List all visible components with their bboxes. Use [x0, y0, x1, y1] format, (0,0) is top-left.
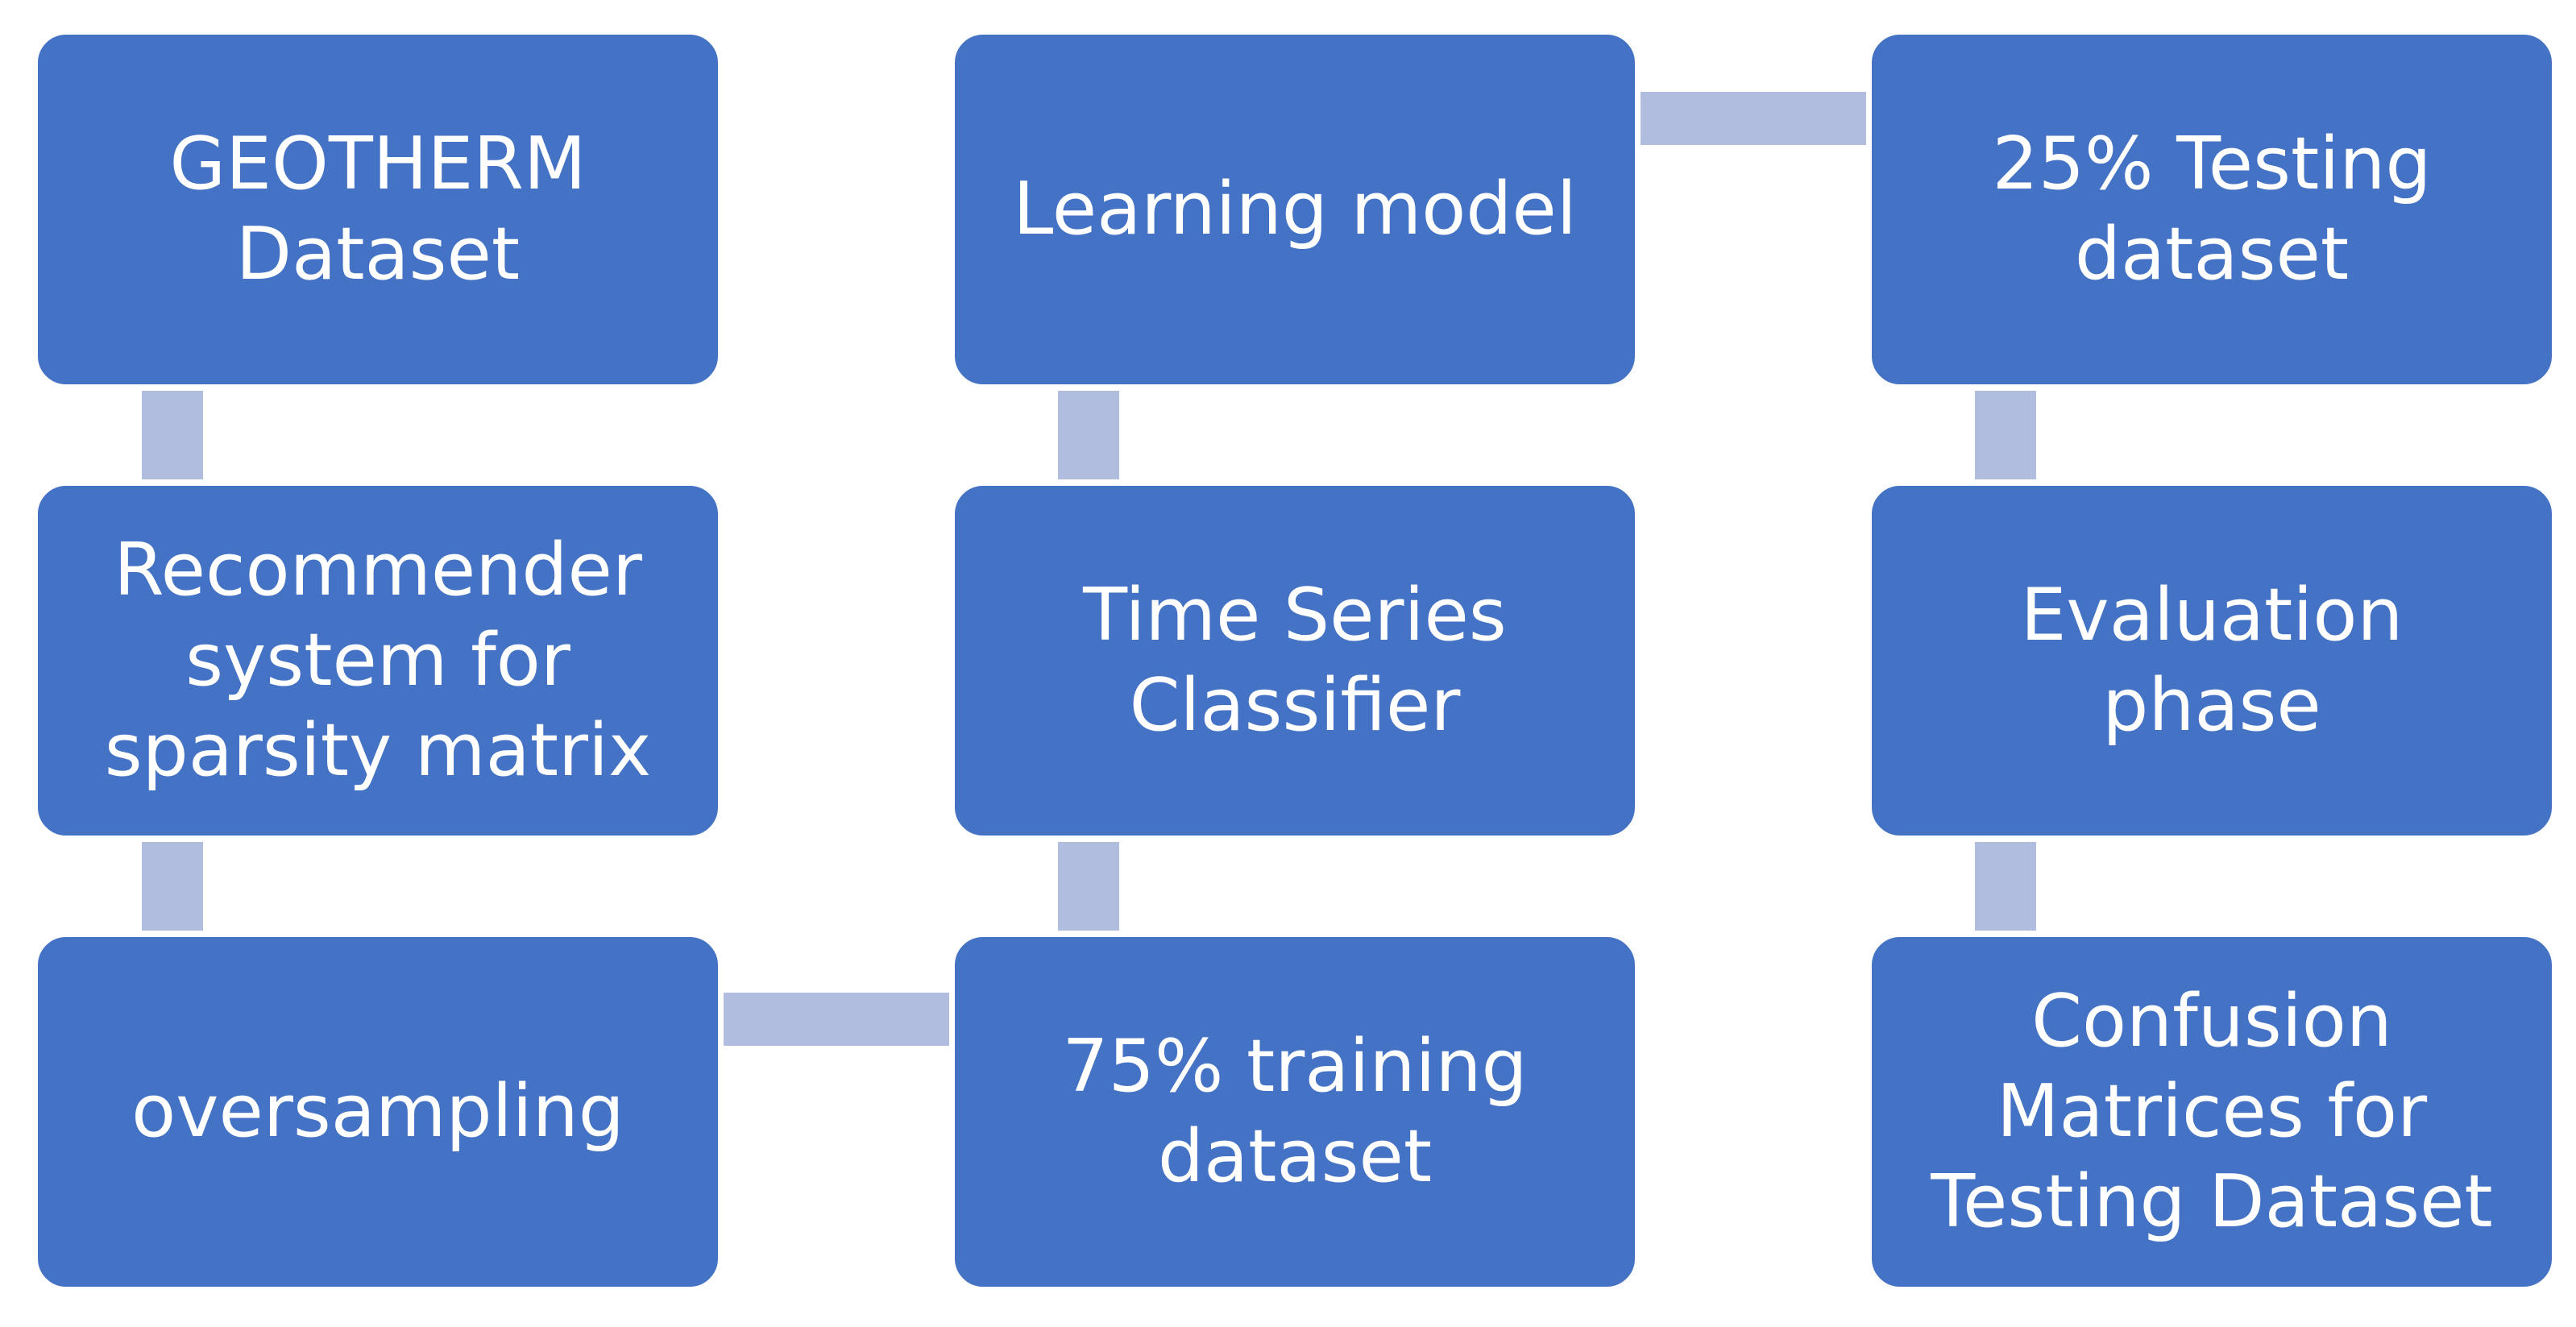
learning-model-box: Learning model	[952, 32, 1637, 387]
geotherm-dataset-label: GEOTHERM Dataset	[169, 122, 587, 297]
training-dataset-label: 75% training dataset	[1062, 1024, 1528, 1199]
recommender-system-label: Recommender system for sparsity matrix	[104, 528, 652, 793]
connector-training-to-classifier	[1058, 842, 1119, 931]
connector-classifier-to-learning-model	[1058, 391, 1119, 479]
confusion-matrices-label: Confusion Matrices for Testing Dataset	[1931, 979, 2493, 1244]
training-dataset-box: 75% training dataset	[952, 935, 1637, 1289]
confusion-matrices-box: Confusion Matrices for Testing Dataset	[1869, 935, 2554, 1289]
oversampling-label: oversampling	[131, 1069, 624, 1154]
testing-dataset-label: 25% Testing dataset	[1992, 122, 2432, 297]
oversampling-box: oversampling	[35, 935, 720, 1289]
connector-testing-to-evaluation	[1975, 391, 2036, 479]
connector-evaluation-to-confusion	[1975, 842, 2036, 931]
time-series-classifier-box: Time Series Classifier	[952, 483, 1637, 838]
connector-geotherm-to-recommender	[142, 391, 203, 479]
time-series-classifier-label: Time Series Classifier	[1083, 573, 1507, 748]
learning-model-label: Learning model	[1013, 167, 1577, 251]
evaluation-phase-box: Evaluation phase	[1869, 483, 2554, 838]
connector-recommender-to-oversampling	[142, 842, 203, 931]
recommender-system-box: Recommender system for sparsity matrix	[35, 483, 720, 838]
connector-learning-model-to-testing	[1641, 92, 1866, 145]
testing-dataset-box: 25% Testing dataset	[1869, 32, 2554, 387]
connector-oversampling-to-training	[724, 993, 949, 1046]
geotherm-dataset-box: GEOTHERM Dataset	[35, 32, 720, 387]
evaluation-phase-label: Evaluation phase	[2020, 573, 2404, 748]
